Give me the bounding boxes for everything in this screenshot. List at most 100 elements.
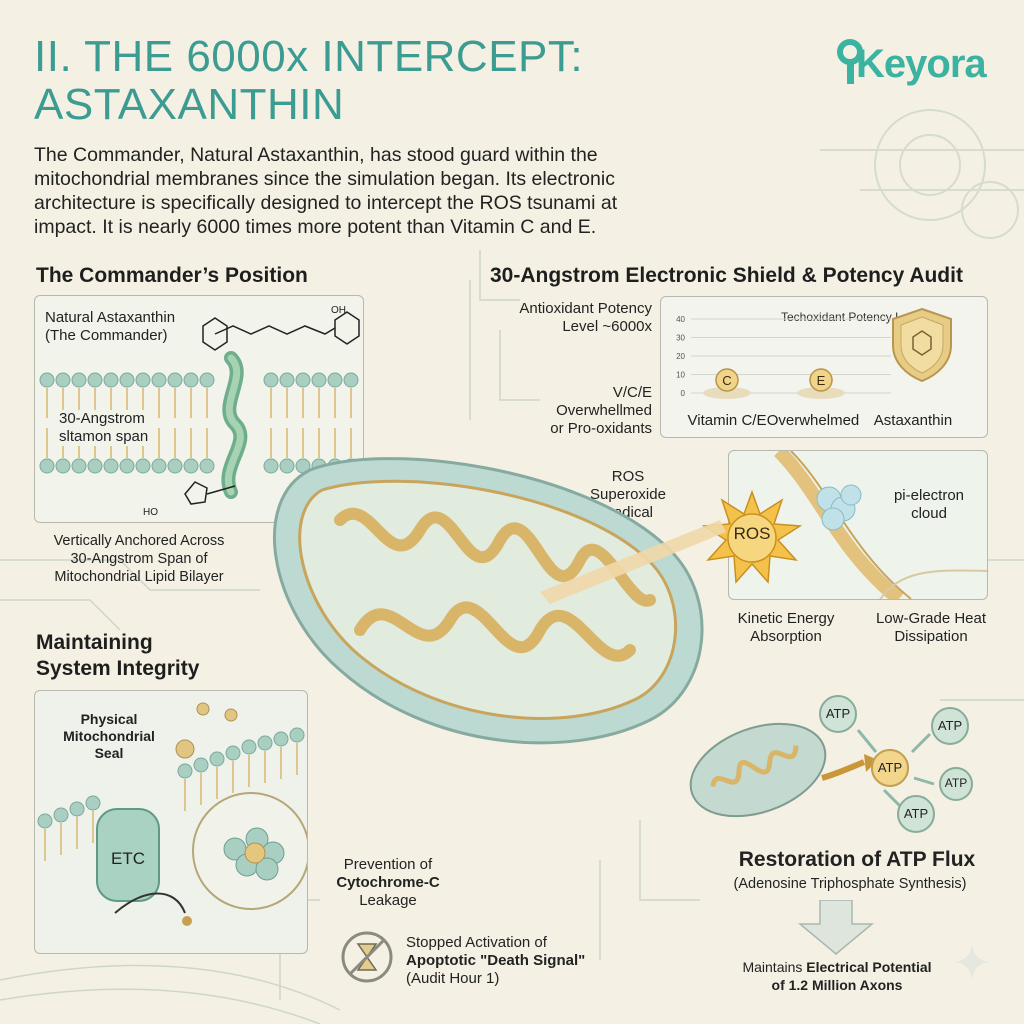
label-line: sltаmon span [59,428,149,445]
seal-label: Physical Mitochondrial Seal [51,711,167,762]
chart-marker-base [797,387,845,399]
intro-line: The Commander, Natural Astaxanthin, has … [34,144,598,166]
pi-electron-cloud-icon [816,484,862,531]
label-line: Apoptotic "Death Signal" [406,952,586,969]
vce-label: V/C/E Overwhellmed or Pro-oxidants [520,384,652,438]
atp-badge: ATP [937,718,963,733]
caption-line: Mitochondrial Lipid Bilayer [54,569,224,585]
label-line: or Pro-oxidants [550,420,652,437]
label-line: Prevention of [343,856,433,873]
atp-badge: ATP [825,706,851,721]
intro-line: mitochondrial membranes since the simula… [34,168,615,190]
label-line: Absorption [750,628,822,645]
label-line: Antioxidant Potency [519,300,652,317]
label-line: Low-Grade Heat [875,610,987,627]
atp-badge: ATP [877,760,903,775]
ros-radical-label: ROS Superoxide Radical [578,468,678,522]
potency-label: Antioxidant Potency Level ~6000x [480,300,652,336]
etc-protein-icon [96,808,160,902]
chart-ytick-label: 10 [676,371,685,380]
label-line: Level ~6000x [562,318,652,335]
kinetic-energy-label: Kinetic Energy Absorption [726,610,846,646]
span-label: 30-Angstrom sltаmon span [57,410,151,446]
gear-icon [874,109,1019,239]
ros-beam-arrow [540,520,726,604]
label-line: Superoxide [590,486,666,503]
page-title-line1: II. THE 6000x INTERCEPT: [34,32,584,81]
hourglass-stop-icon [341,931,393,983]
label-prefix: Maintains [742,959,807,975]
label-line: (Audit Hour 1) [406,970,500,987]
label-bold: Electrical Potential [806,959,932,975]
chart-ytick-label: 20 [676,352,685,361]
key-icon [837,39,863,84]
chart-marker [715,368,739,392]
label-line: Mitochondrial [63,728,155,744]
intro-line: impact. It is nearly 6000 times more pot… [34,216,597,238]
commander-heading: The Commander’s Position [36,264,308,287]
label-line: of 1.2 Million Axons [771,977,903,993]
chart-ytick-label: 30 [676,334,685,343]
label-line: ROS [611,468,645,485]
chart-category-label: Vitamin C/E [688,412,767,429]
label-line: pi-electron [893,487,965,504]
integrity-panel: Physical Mitochondrial Seal ETC [34,690,308,954]
anchoring-caption: Vertically Anchored Across 30-Angstrom S… [34,532,244,586]
sparkle-icon [954,944,990,980]
shield-heading: 30-Angstrom Electronic Shield & Potency … [490,264,963,287]
atp-badge: ATP [903,806,929,821]
chart-marker-label: E [817,373,826,388]
cytochrome-label: Prevention of Cytochrome-C Leakage [318,856,458,910]
chart-title: Techoxidant Potency Level [781,310,924,324]
apoptotic-label: Stopped Activation of Apoptotic "Death S… [406,934,585,988]
atp-badge: ATP [944,776,968,790]
label-line: Seal [94,745,124,761]
electrical-potential-label: Maintains Electrical Potential of 1.2 Mi… [708,958,966,994]
label-line: Physical [80,711,138,727]
label-line: Overwhellmed [556,402,652,419]
down-arrow-icon [797,900,875,955]
ros-burst-icon [701,490,803,584]
label-line: Natural Astaxanthin [45,309,176,326]
potency-chart-panel: Techoxidant Potency Level 40 30 20 10 0 Vita… [660,296,988,438]
label-line: Maintains Electrical Potential [708,958,966,976]
membrane-seal-diagram [37,702,307,926]
atp-diagram [689,695,973,833]
atp-subheading: (Adenosine Triphosphate Synthesis) [733,876,967,892]
label-line: Stopped Activation of [406,934,547,951]
oh-bottom-label: HO [143,507,158,518]
ros-badge: ROS [733,524,771,543]
membrane-diagram [774,451,987,599]
chart-category-label: Astaxanthin [874,412,952,429]
label-line: Kinetic Energy [737,610,835,627]
pi-electron-label: pi-electron cloud [879,487,979,523]
label-line: Leakage [359,892,417,909]
label-line: (The Commander) [45,327,168,344]
oh-top-label: OH [331,305,346,316]
chart-ytick-label: 0 [681,389,686,398]
intro-paragraph: The Commander, Natural Astaxanthin, has … [34,143,734,239]
potency-chart: Techoxidant Potency Level 40 30 20 10 0 Vita… [676,310,952,429]
page-title-line2: ASTAXANTHIN [34,80,345,129]
heading-line: System Integrity [36,657,200,680]
commander-panel: Natural Astaxanthin (The Commander) OH H… [34,295,364,523]
chart-marker [809,368,833,392]
shield-icon [892,307,952,383]
chart-marker-label: C [722,373,731,388]
label-line: V/C/E [612,384,652,401]
brand-name: Keyora [856,42,987,86]
chart-category-label: Overwhelmed [767,412,860,429]
etc-label: ETC [111,849,145,868]
heading-line: Maintaining [36,631,153,654]
chart-ytick-label: 40 [676,315,685,324]
intro-line: architecture is specifically designed to… [34,192,618,214]
astaxanthin-label: Natural Astaxanthin (The Commander) [45,309,175,345]
label-line: Cytochrome-C [336,874,440,891]
atp-heading: Restoration of ATP Flux [738,848,976,871]
caption-line: 30-Angstrom Span of [70,551,208,567]
chart-marker-base [703,387,751,399]
caption-line: Vertically Anchored Across [53,533,225,549]
label-line: 30-Angstrom [59,410,145,427]
label-line: cloud [911,505,947,522]
